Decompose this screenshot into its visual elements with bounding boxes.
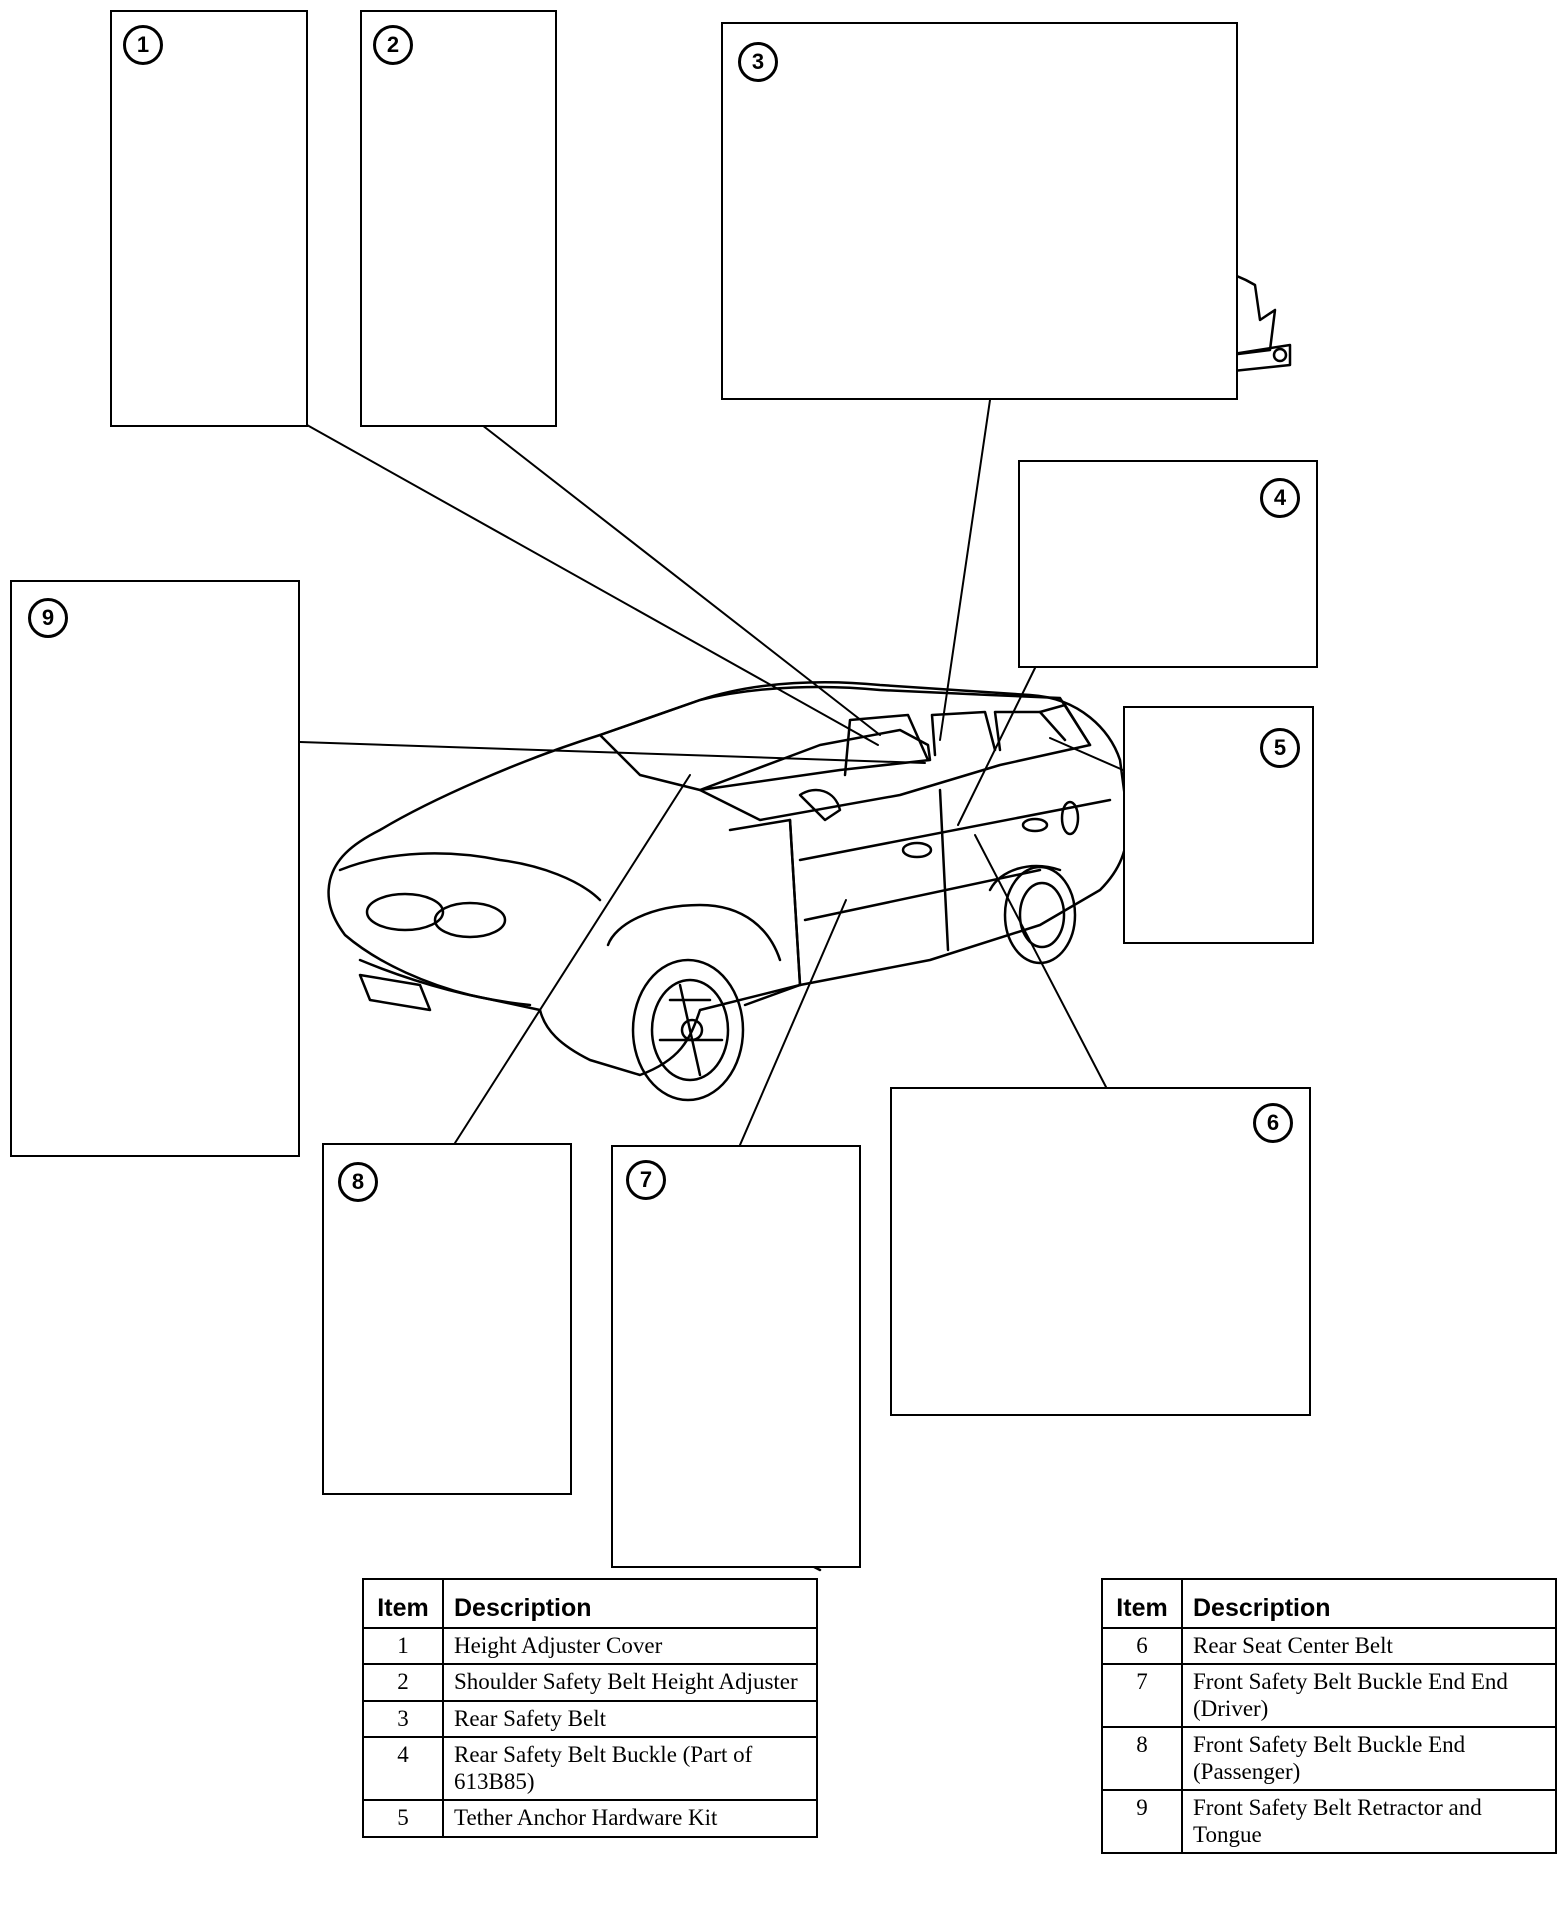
leader-lines xyxy=(299,399,1124,1146)
legend-item-description: Rear Seat Center Belt xyxy=(1181,1626,1557,1666)
panel-3 xyxy=(721,22,1238,400)
legend-item-number: 1 xyxy=(362,1626,444,1666)
callout-3: 3 xyxy=(738,42,778,82)
legend-row: 1 Height Adjuster Cover xyxy=(362,1626,818,1666)
panel-6 xyxy=(890,1087,1311,1416)
legend-item-description: Front Safety Belt Retractor and Tongue xyxy=(1181,1789,1557,1855)
legend-header-row: Item Description xyxy=(1101,1578,1557,1629)
callout-9: 9 xyxy=(28,598,68,638)
legend-item-number: 7 xyxy=(1101,1663,1183,1729)
panel-7 xyxy=(611,1145,861,1568)
legend-item-number: 5 xyxy=(362,1799,444,1838)
callout-1: 1 xyxy=(123,25,163,65)
legend-row: 4 Rear Safety Belt Buckle (Part of 613B8… xyxy=(362,1736,818,1802)
legend-item-description: Height Adjuster Cover xyxy=(442,1626,818,1666)
legend-table-right: Item Description 6 Rear Seat Center Belt… xyxy=(1101,1578,1557,1855)
panel-9 xyxy=(10,580,300,1157)
legend-item-description: Front Safety Belt Buckle End (Passenger) xyxy=(1181,1726,1557,1792)
callout-4: 4 xyxy=(1260,478,1300,518)
legend-item-number: 4 xyxy=(362,1736,444,1802)
callout-7: 7 xyxy=(626,1160,666,1200)
legend-item-number: 3 xyxy=(362,1699,444,1739)
legend-item-header: Item xyxy=(1101,1578,1183,1629)
legend-item-number: 6 xyxy=(1101,1626,1183,1666)
legend-item-description: Shoulder Safety Belt Height Adjuster xyxy=(442,1663,818,1702)
panel-1 xyxy=(110,10,308,427)
legend-description-header: Description xyxy=(1181,1578,1557,1629)
legend-item-number: 2 xyxy=(362,1663,444,1702)
legend-row: 3 Rear Safety Belt xyxy=(362,1699,818,1739)
legend-row: 9 Front Safety Belt Retractor and Tongue xyxy=(1101,1789,1557,1855)
panel-2 xyxy=(360,10,557,427)
callout-2: 2 xyxy=(373,25,413,65)
legend-header-row: Item Description xyxy=(362,1578,818,1629)
legend-row: 7 Front Safety Belt Buckle End End (Driv… xyxy=(1101,1663,1557,1729)
legend-item-header: Item xyxy=(362,1578,444,1629)
legend-item-number: 9 xyxy=(1101,1789,1183,1855)
panel-8 xyxy=(322,1143,572,1495)
legend-item-description: Rear Safety Belt xyxy=(442,1699,818,1739)
callout-6: 6 xyxy=(1253,1103,1293,1143)
callout-8: 8 xyxy=(338,1162,378,1202)
callout-5: 5 xyxy=(1260,728,1300,768)
legend-item-description: Tether Anchor Hardware Kit xyxy=(442,1799,818,1838)
legend-row: 5 Tether Anchor Hardware Kit xyxy=(362,1799,818,1838)
legend-row: 2 Shoulder Safety Belt Height Adjuster xyxy=(362,1663,818,1702)
legend-item-description: Front Safety Belt Buckle End End (Driver… xyxy=(1181,1663,1557,1729)
legend-table-left: Item Description 1 Height Adjuster Cover… xyxy=(362,1578,818,1838)
car-drawing xyxy=(327,680,1130,1102)
legend-description-header: Description xyxy=(442,1578,818,1629)
legend-item-number: 8 xyxy=(1101,1726,1183,1792)
legend-item-description: Rear Safety Belt Buckle (Part of 613B85) xyxy=(442,1736,818,1802)
legend-row: 8 Front Safety Belt Buckle End (Passenge… xyxy=(1101,1726,1557,1792)
legend-row: 6 Rear Seat Center Belt xyxy=(1101,1626,1557,1666)
